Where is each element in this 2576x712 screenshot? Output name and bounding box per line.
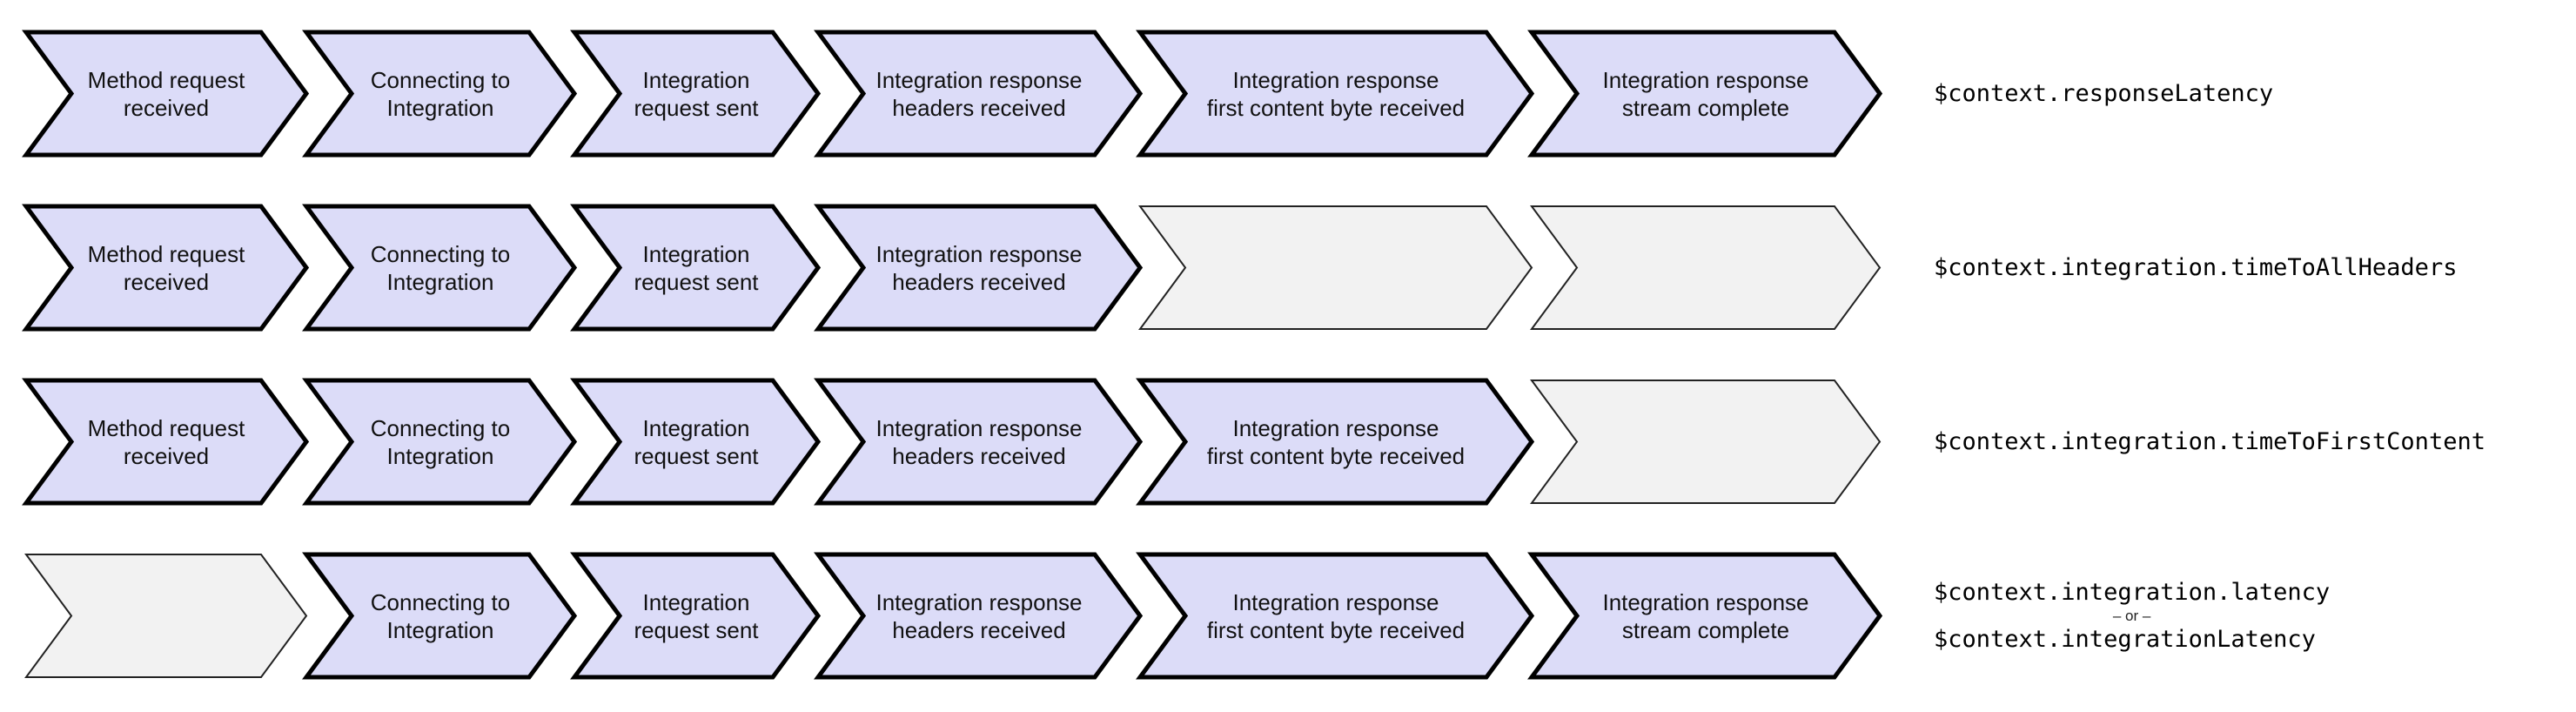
- pipeline-stage-active: [302, 30, 578, 158]
- pipeline-stage-active: [302, 378, 578, 506]
- context-variable-label: $context.responseLatency: [1934, 79, 2273, 109]
- context-variable-label: $context.integration.timeToAllHeaders: [1934, 253, 2457, 283]
- pipeline-stage-active: [22, 378, 310, 506]
- chevron-track: [24, 552, 1883, 680]
- context-variable-label: $context.integration.timeToFirstContent: [1934, 427, 2485, 457]
- pipeline-stage-active: [1136, 378, 1535, 506]
- context-variable-name: $context.integrationLatency: [1934, 625, 2316, 653]
- pipeline-stage-active: [22, 204, 310, 332]
- pipeline-stage-active: [1527, 30, 1883, 158]
- pipeline-stage-active: [570, 378, 822, 506]
- chevron-track: [22, 204, 1882, 332]
- pipeline-stage-inactive: [1138, 205, 1533, 330]
- or-separator: – or –: [2112, 607, 2151, 624]
- pipeline-stage-inactive: [1530, 380, 1882, 504]
- chevron-track: [22, 30, 1883, 158]
- pipeline-stage-active: [1527, 552, 1883, 680]
- context-variable-name: $context.integration.latency: [1934, 578, 2331, 606]
- pipeline-stage-inactive: [24, 554, 308, 678]
- pipeline-stage-active: [814, 552, 1144, 680]
- chevron-track: [22, 378, 1882, 506]
- pipeline-stage-active: [570, 552, 822, 680]
- context-variable-name: $context.integration.timeToAllHeaders: [1934, 253, 2458, 281]
- pipeline-stage-active: [814, 378, 1144, 506]
- pipeline-stage-active: [1136, 552, 1535, 680]
- pipeline-stage-active: [570, 30, 822, 158]
- context-variable-label: $context.integration.latency– or –$conte…: [1934, 578, 2330, 655]
- context-variable-name: $context.responseLatency: [1934, 79, 2274, 107]
- pipeline-stage-active: [814, 30, 1144, 158]
- pipeline-stage-active: [1136, 30, 1535, 158]
- pipeline-stage-active: [302, 204, 578, 332]
- pipeline-stage-active: [814, 204, 1144, 332]
- pipeline-stage-inactive: [1530, 205, 1882, 330]
- context-variable-name: $context.integration.timeToFirstContent: [1934, 427, 2485, 455]
- pipeline-stage-active: [570, 204, 822, 332]
- pipeline-stage-active: [22, 30, 310, 158]
- pipeline-stage-active: [302, 552, 578, 680]
